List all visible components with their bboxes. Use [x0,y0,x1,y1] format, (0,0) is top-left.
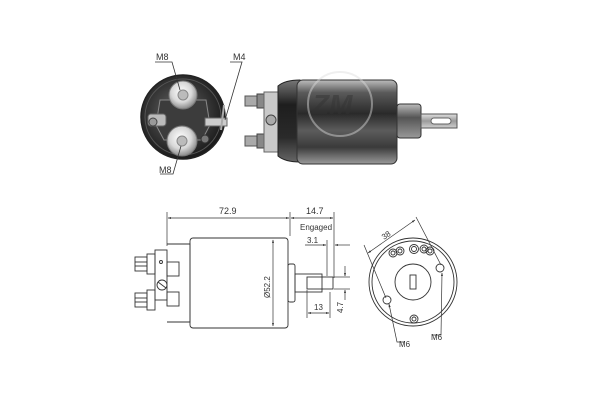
side-view-dimensions [166,212,350,327]
dim-plunger-offset: 3.1 [307,236,319,245]
end-view-drawing [368,237,458,327]
dim-slot-length: 13 [314,303,323,312]
front-view-photo [140,74,228,160]
note-engaged: Engaged [300,223,332,232]
label-m8-bottom: M8 [159,165,172,175]
side-view-drawing [134,237,334,329]
label-m8-top: M8 [156,52,169,62]
label-m6-left: M6 [399,340,411,349]
dim-body-length: 72.9 [219,206,237,216]
side-view-photo [244,79,458,165]
dim-hole-spacing: 38 [380,229,393,242]
dim-plunger-travel: 14.7 [306,206,324,216]
label-m6-right: M6 [431,333,443,342]
label-m4: M4 [233,52,246,62]
dim-diameter: Ø52.2 [263,276,272,298]
front-view-leaders [155,61,243,175]
dim-slot-width: 4.7 [336,301,345,313]
watermark-logo: ZM [307,71,373,137]
svg-text:ZM: ZM [311,89,353,120]
end-view-dimensions [363,216,443,343]
